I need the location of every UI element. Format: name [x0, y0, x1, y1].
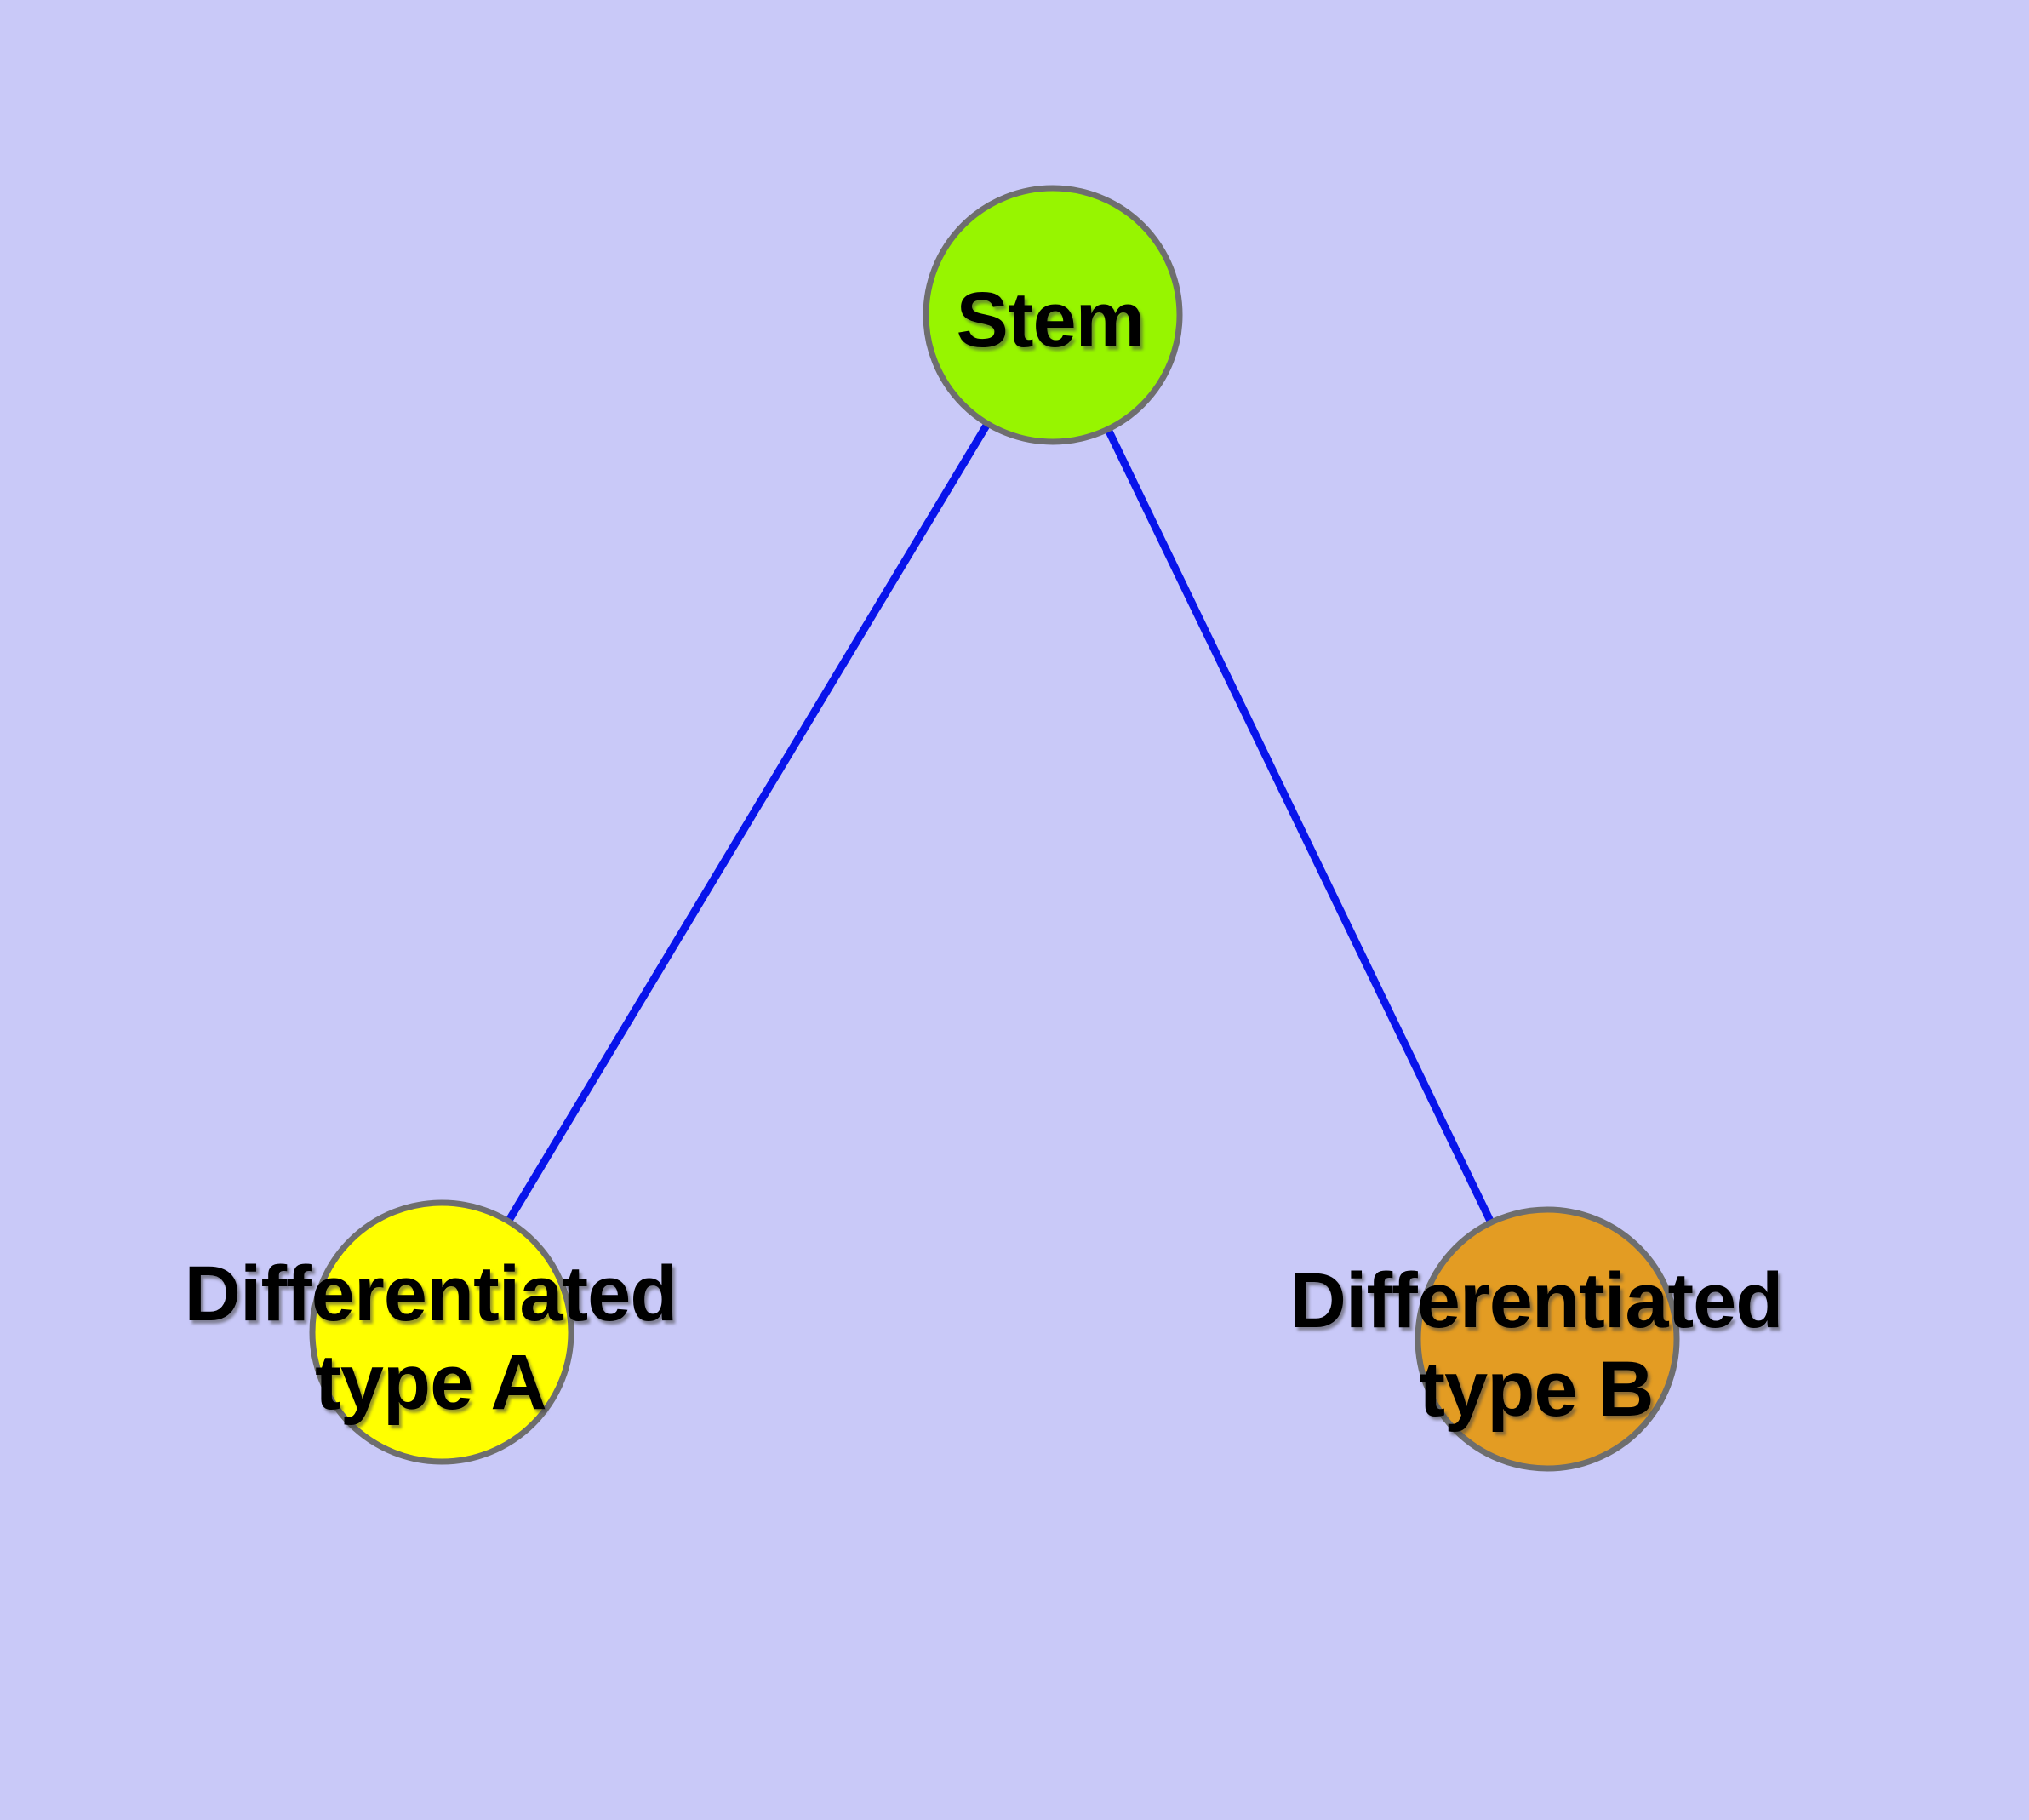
edge-stem-to-differentiated-type-a [438, 312, 1056, 1335]
node-label-stem: Stem [956, 276, 1146, 364]
node-label-differentiated-type-a: Differentiated type A [184, 1250, 678, 1427]
node-label-line: Stem [956, 277, 1146, 363]
node-label-line: Differentiated [1289, 1257, 1784, 1344]
node-label-line: type B [1419, 1346, 1654, 1433]
node-label-line: type A [315, 1339, 547, 1426]
node-label-line: Differentiated [184, 1251, 678, 1337]
node-differentiated-type-a[interactable] [309, 1199, 574, 1465]
edge-stem-to-differentiated-type-b [1049, 313, 1552, 1341]
node-stem[interactable] [923, 185, 1183, 445]
node-differentiated-type-b[interactable] [1415, 1206, 1680, 1472]
node-label-differentiated-type-b: Differentiated type B [1289, 1256, 1784, 1434]
